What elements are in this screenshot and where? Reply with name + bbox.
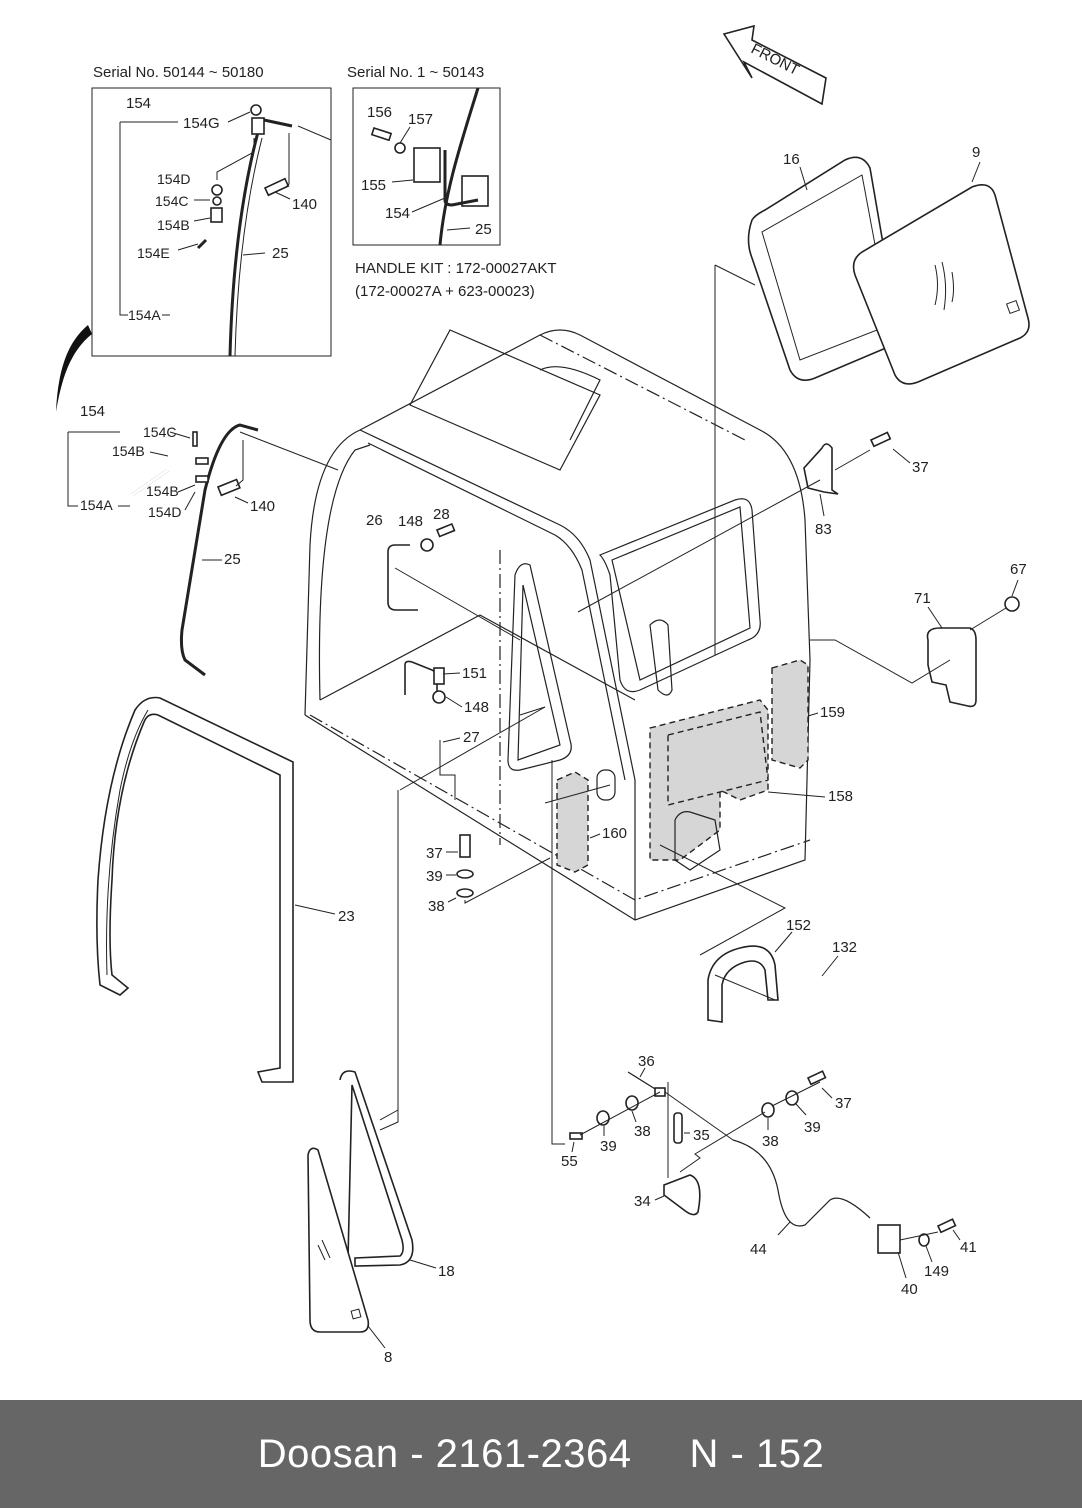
label-156: 156 — [367, 104, 392, 121]
label-159: 159 — [820, 704, 845, 721]
label-44: 44 — [750, 1241, 767, 1258]
inset-serial-50144-50180: Serial No. 50144 ~ 50180 154 154G 154D — [91, 64, 332, 357]
label-40: 40 — [901, 1281, 918, 1298]
label-37-right: 37 — [835, 1095, 852, 1112]
label-132: 132 — [832, 939, 857, 956]
label-16: 16 — [783, 151, 800, 168]
label-55: 55 — [561, 1153, 578, 1170]
label-26: 26 — [366, 512, 383, 529]
label-140: 140 — [292, 196, 317, 213]
handle-kit-line1: HANDLE KIT : 172-00027AKT — [355, 260, 557, 277]
label-83: 83 — [815, 521, 832, 538]
handle-kit-line2: (172-00027A + 623-00023) — [355, 283, 535, 300]
side-glass-8: 8 — [307, 1147, 392, 1366]
door-lock-assembly: 36 35 34 55 39 38 38 39 37 44 40 149 41 — [561, 1053, 977, 1298]
side-window-seal-18: 18 — [339, 1070, 455, 1280]
label-154: 154 — [126, 95, 151, 112]
label-154-main: 154 — [80, 403, 105, 420]
label-38-mid: 38 — [428, 898, 445, 915]
front-arrow-icon: FRONT — [722, 24, 827, 106]
label-39-left: 39 — [600, 1138, 617, 1155]
label-154B-main-bot: 154B — [146, 483, 179, 499]
cover-71: 67 71 — [810, 561, 1027, 708]
label-9: 9 — [972, 144, 980, 161]
inset-right-header: Serial No. 1 ~ 50143 — [347, 64, 484, 81]
label-36: 36 — [638, 1053, 655, 1070]
label-23: 23 — [338, 908, 355, 925]
grab-handle-152: 152 132 — [659, 844, 857, 1023]
label-27: 27 — [463, 729, 480, 746]
label-154E: 154E — [137, 245, 170, 261]
label-157: 157 — [408, 111, 433, 128]
label-154B-main-top: 154B — [112, 443, 145, 459]
label-154-inset: 154 — [385, 205, 410, 222]
label-151: 151 — [462, 665, 487, 682]
label-8: 8 — [384, 1349, 392, 1366]
label-25-main: 25 — [224, 551, 241, 568]
cab-body — [304, 329, 811, 921]
label-155: 155 — [361, 177, 386, 194]
label-18: 18 — [438, 1263, 455, 1280]
label-34: 34 — [634, 1193, 651, 1210]
label-39-mid: 39 — [426, 868, 443, 885]
label-149: 149 — [924, 1263, 949, 1280]
footer-bar: Doosan - 2161-2364 N - 152 — [0, 1400, 1082, 1508]
label-148-bot: 148 — [464, 699, 489, 716]
door-seal-23: 23 — [96, 696, 355, 1083]
label-154C: 154C — [155, 193, 188, 209]
label-41: 41 — [960, 1239, 977, 1256]
label-160: 160 — [602, 825, 627, 842]
label-38-left: 38 — [634, 1123, 651, 1140]
latch-83: 37 83 — [577, 431, 929, 613]
label-37-mid: 37 — [426, 845, 443, 862]
label-158: 158 — [828, 788, 853, 805]
bolt-stack-37-39-38: 37 39 38 — [426, 834, 551, 915]
label-25: 25 — [272, 245, 289, 262]
label-152: 152 — [786, 917, 811, 934]
label-154G: 154G — [183, 115, 220, 132]
label-71: 71 — [914, 590, 931, 607]
footer-text: Doosan - 2161-2364 N - 152 — [257, 1431, 825, 1476]
seal-edge-fragment — [56, 325, 92, 412]
label-148-top: 148 — [398, 513, 423, 530]
label-154C-main: 154C — [143, 424, 176, 440]
inset-serial-1-50143: Serial No. 1 ~ 50143 156 157 155 154 25 — [347, 64, 501, 246]
inset-left-header: Serial No. 50144 ~ 50180 — [93, 64, 264, 81]
parts-diagram: FRONT Serial No. 50144 ~ 50180 154 — [56, 24, 1030, 1366]
roof-glass-9: 9 — [852, 144, 1030, 385]
label-154A-main: 154A — [80, 497, 113, 513]
label-37-top: 37 — [912, 459, 929, 476]
label-35: 35 — [693, 1127, 710, 1144]
handrail-25: 154 154C 154B 154B 154D 154A 140 25 — [67, 403, 339, 677]
label-154D: 154D — [157, 171, 190, 187]
label-67: 67 — [1010, 561, 1027, 578]
label-154B: 154B — [157, 217, 190, 233]
label-28: 28 — [433, 506, 450, 523]
label-154D-main: 154D — [148, 504, 181, 520]
label-38-right: 38 — [762, 1133, 779, 1150]
label-25-inset: 25 — [475, 221, 492, 238]
label-140-main: 140 — [250, 498, 275, 515]
label-39-right: 39 — [804, 1119, 821, 1136]
label-154A: 154A — [128, 307, 161, 323]
